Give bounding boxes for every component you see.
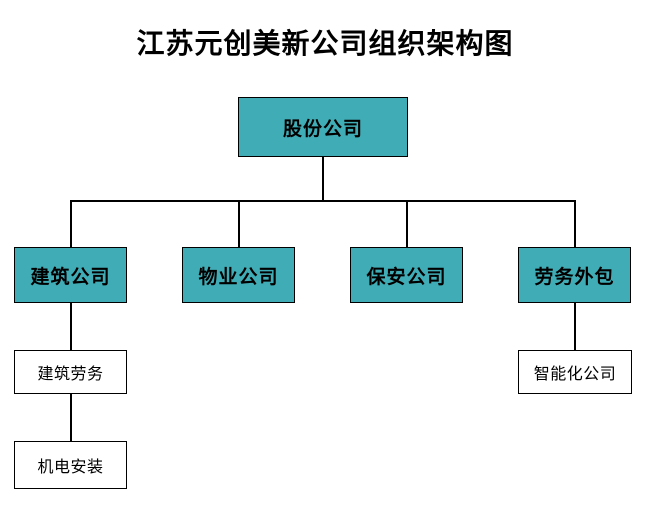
connector-labor-to-electromechanical <box>70 394 72 441</box>
node-intelligent-company[interactable]: 智能化公司 <box>518 350 632 394</box>
node-construction-labor[interactable]: 建筑劳务 <box>14 350 127 394</box>
node-label: 物业公司 <box>198 265 279 288</box>
node-label: 劳务外包 <box>534 265 615 288</box>
connector-drop-outsourcing <box>574 200 576 248</box>
connector-outsourcing-to-intelligent <box>574 303 576 351</box>
node-label: 保安公司 <box>366 265 447 288</box>
node-electromechanical-installation[interactable]: 机电安装 <box>14 441 127 489</box>
node-label: 建筑劳务 <box>37 364 104 383</box>
node-construction-company[interactable]: 建筑公司 <box>14 247 127 303</box>
node-label: 股份公司 <box>282 117 363 140</box>
connector-root-stem <box>322 157 324 201</box>
connector-drop-property <box>238 200 240 248</box>
node-labor-outsourcing[interactable]: 劳务外包 <box>518 247 631 303</box>
node-label: 机电安装 <box>37 457 104 476</box>
node-property-company[interactable]: 物业公司 <box>182 247 295 303</box>
node-security-company[interactable]: 保安公司 <box>350 247 463 303</box>
connector-level2-bus <box>70 200 576 202</box>
page-title: 江苏元创美新公司组织架构图 <box>136 27 514 60</box>
connector-construction-to-labor <box>70 303 72 351</box>
node-root-joint-stock-company[interactable]: 股份公司 <box>238 97 408 157</box>
node-label: 建筑公司 <box>30 265 111 288</box>
node-label: 智能化公司 <box>533 364 617 383</box>
connector-drop-security <box>406 200 408 248</box>
connector-drop-construction <box>70 200 72 248</box>
